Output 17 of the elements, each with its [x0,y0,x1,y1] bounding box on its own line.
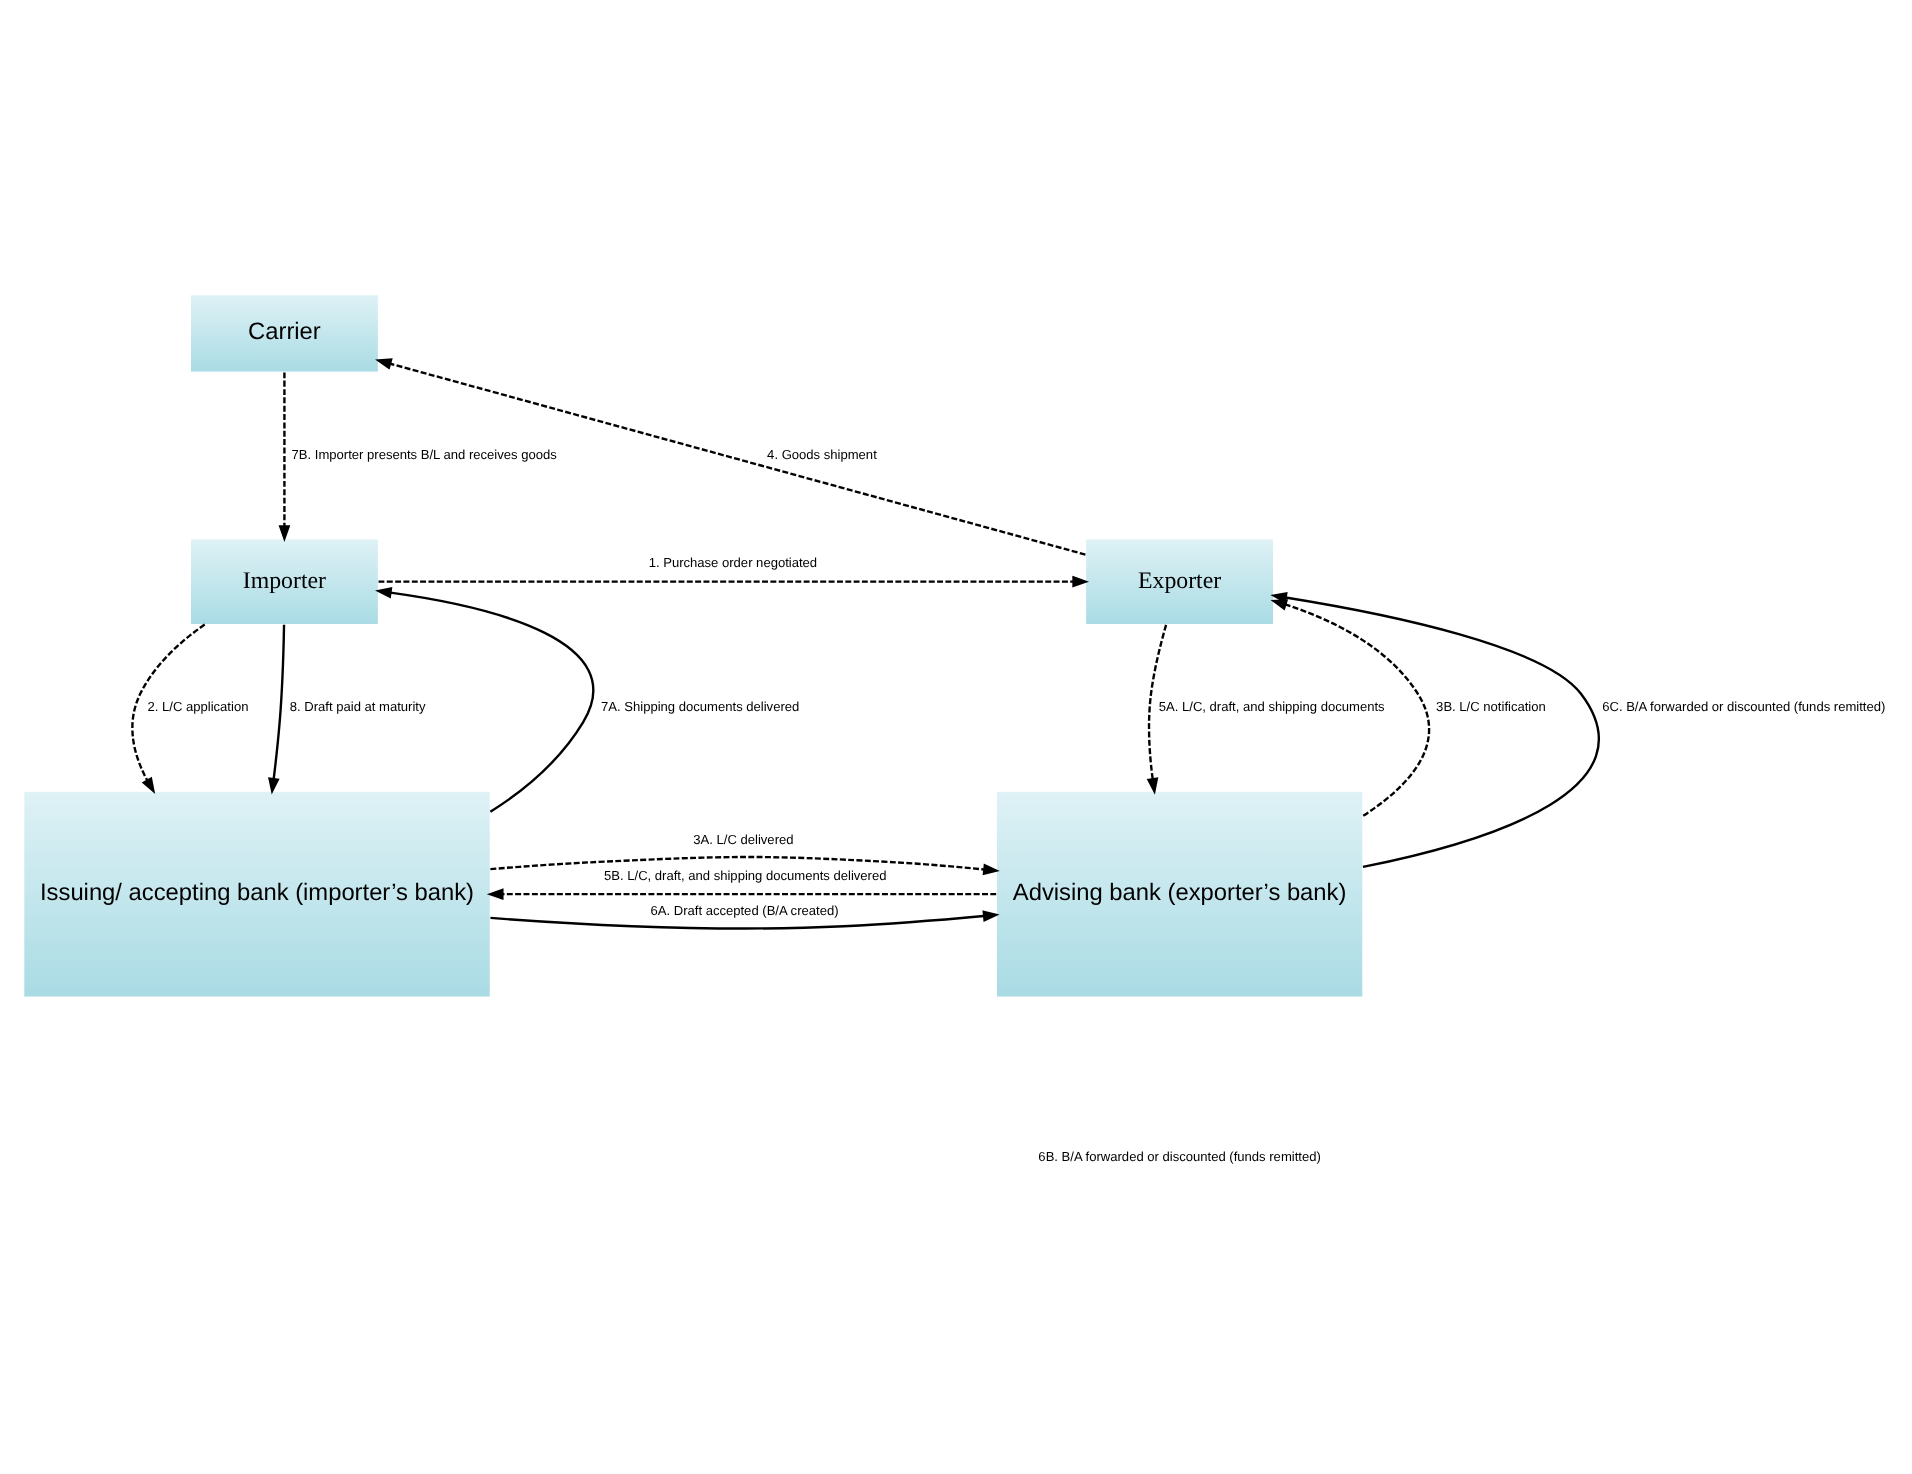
arrow [277,372,290,543]
node-box: Carrier [188,294,379,373]
node-box: Advising bank (exporter’s bank) [994,790,1363,998]
node-box: Exporter [1083,538,1274,626]
arrow [267,624,285,795]
arrow [489,910,999,930]
arrow [489,855,999,876]
arrow [1269,591,1599,869]
arrow [377,575,1088,588]
arrow [374,587,593,813]
arrow [1145,624,1167,795]
node-box: Issuing/ accepting bank (importer’s bank) [22,790,490,998]
arrow [374,358,1085,556]
node-box: Importer [188,538,379,626]
arrow [130,623,205,795]
arrow [1269,599,1430,817]
arrow [485,888,996,900]
